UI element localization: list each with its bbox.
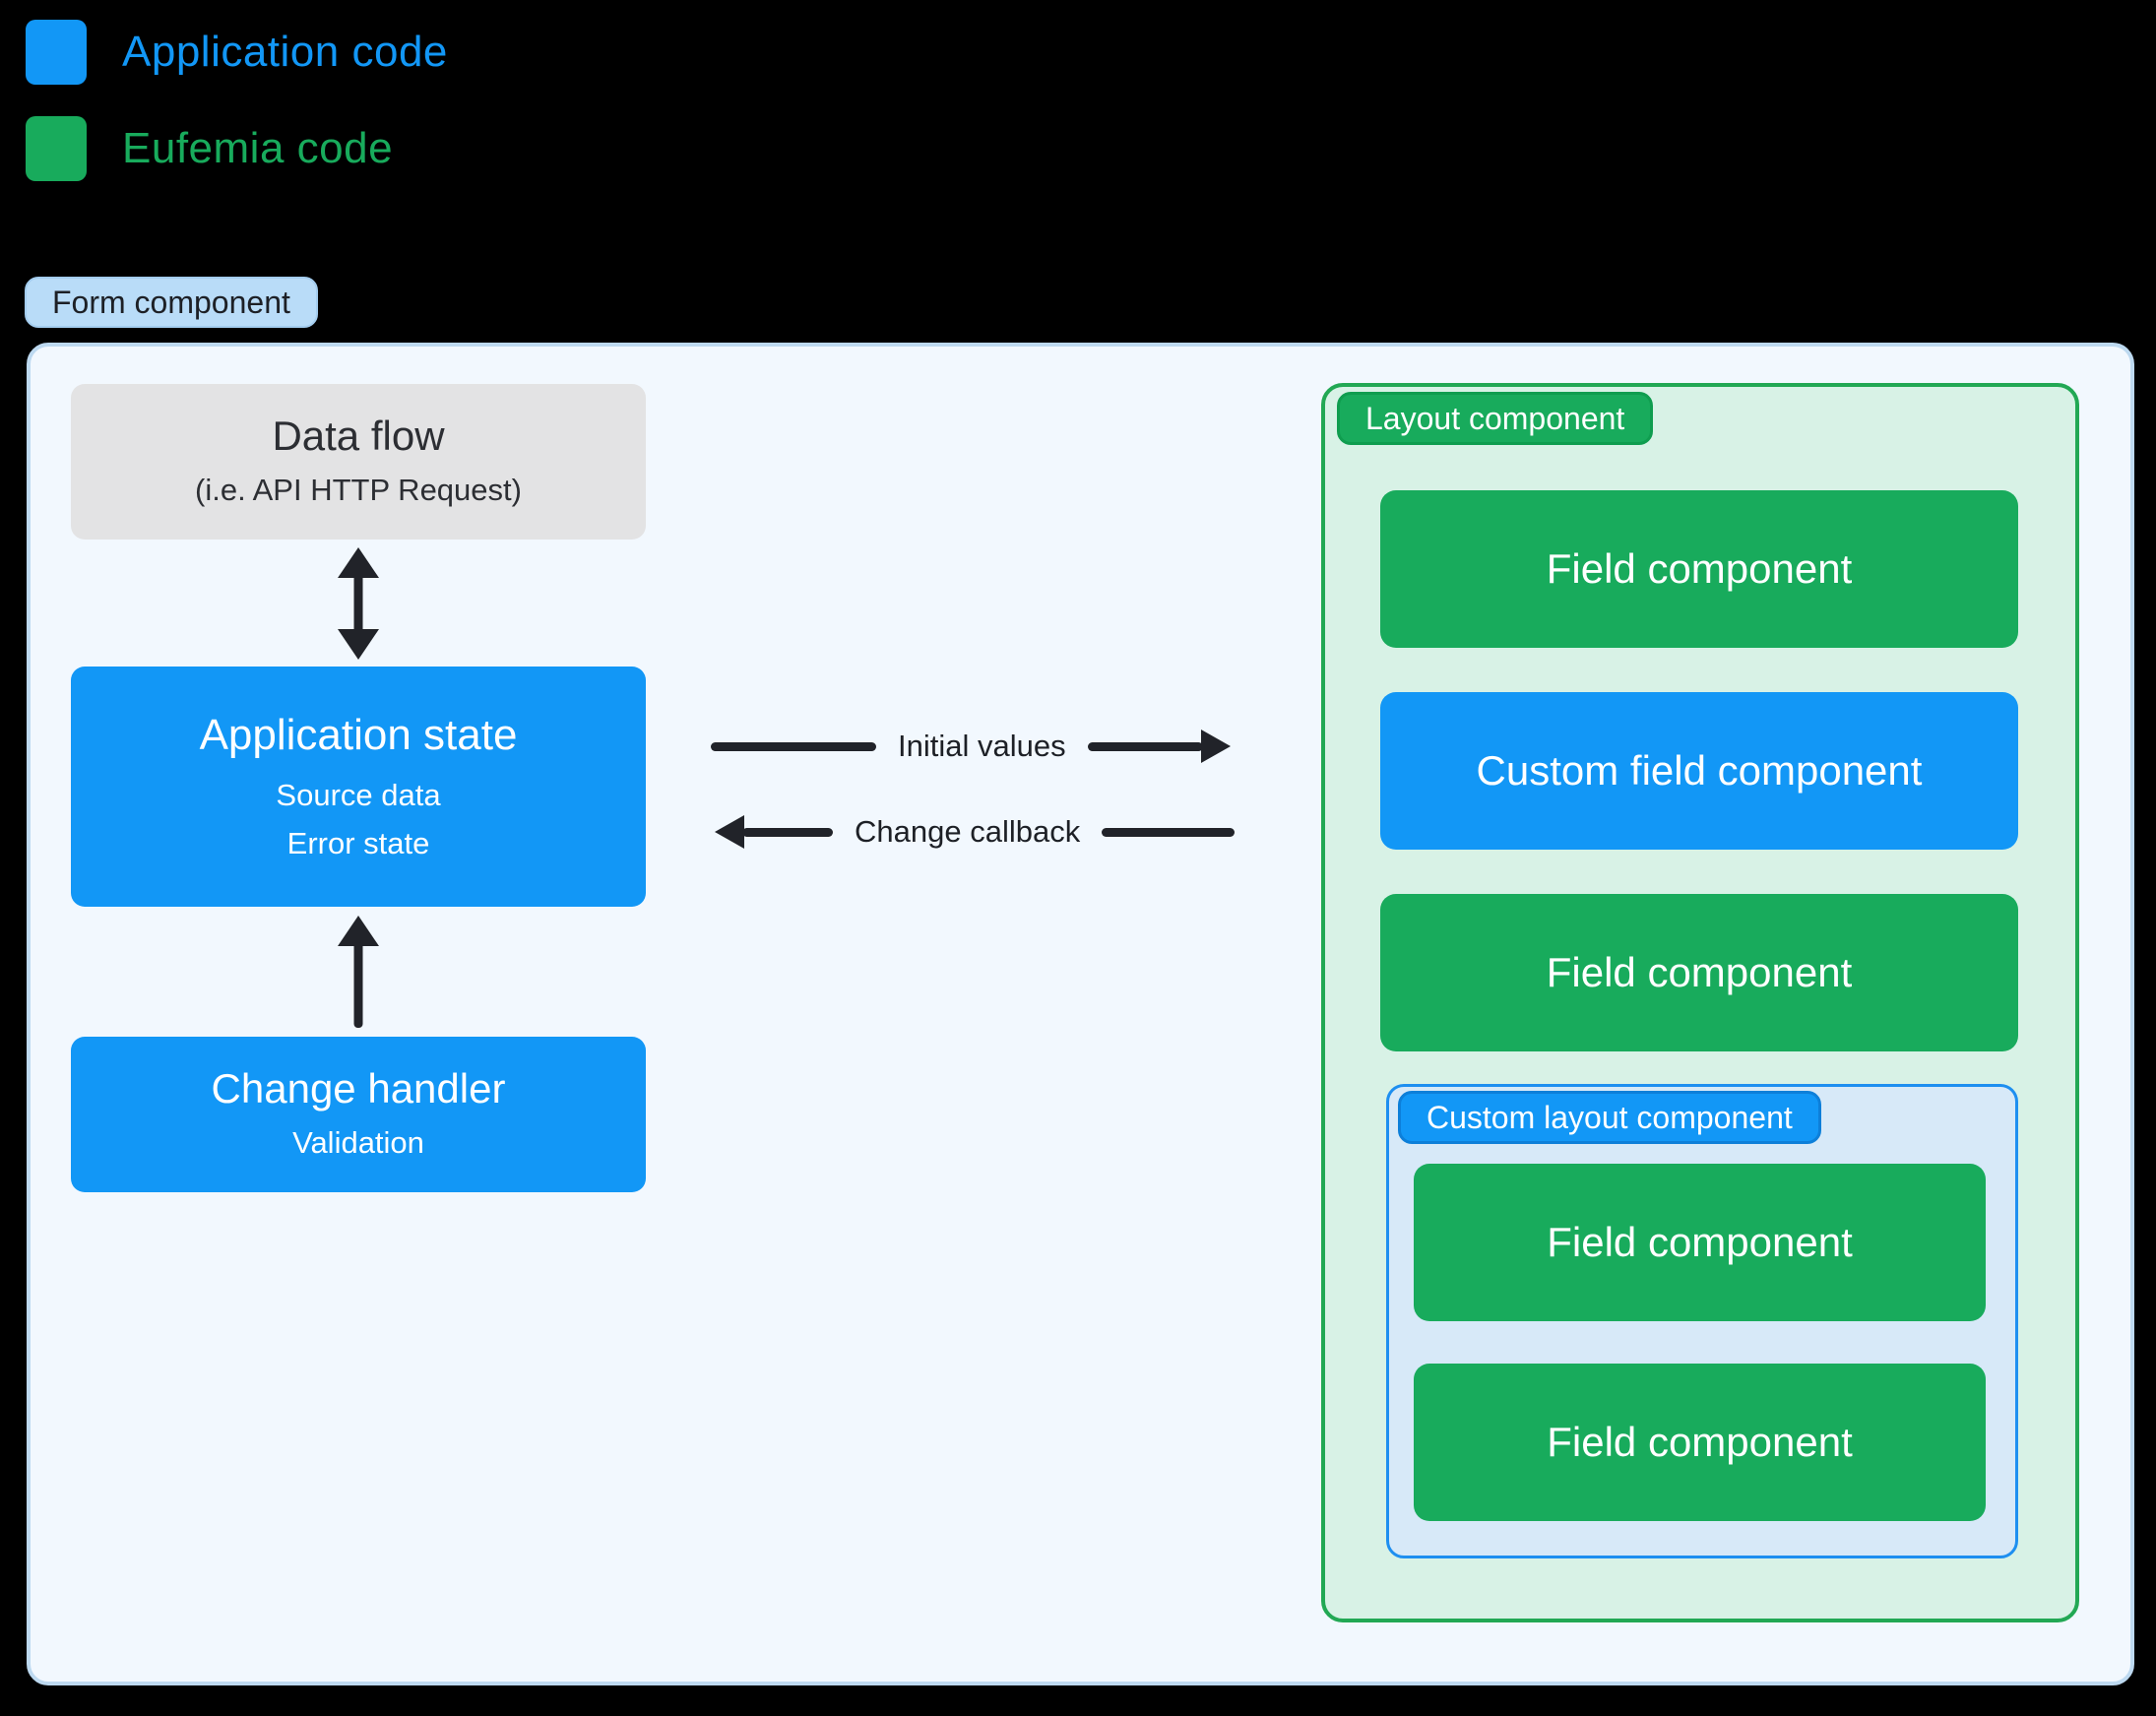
field-component-box: Field component [1380,490,2018,648]
change-handler-subtitle: Validation [292,1124,424,1160]
legend-row-application-code: Application code [26,20,448,85]
line-segment [711,741,876,751]
right-arrowhead-icon [1201,730,1231,763]
change-handler-title: Change handler [211,1065,506,1112]
custom-field-component-box: Custom field component [1380,692,2018,850]
application-state-title: Application state [199,710,518,759]
change-callback-flow: Change callback [715,804,1235,859]
initial-values-flow: Initial values [711,719,1231,774]
layout-component-chip: Layout component [1337,392,1654,445]
eufemia-code-swatch-icon [26,116,87,181]
line-segment [1087,741,1203,751]
line-segment [1102,827,1235,837]
bidirectional-arrow-icon [338,547,379,660]
legend-label-application-code: Application code [122,28,448,76]
line-segment [742,827,833,837]
custom-layout-component-chip: Custom layout component [1398,1091,1821,1144]
field-component-box: Field component [1414,1164,1986,1321]
up-arrow-icon [338,916,379,1028]
application-state-line-source-data: Source data [276,777,441,812]
data-flow-box: Data flow (i.e. API HTTP Request) [71,384,646,540]
application-state-line-error-state: Error state [286,825,430,860]
initial-values-label: Initial values [898,729,1066,763]
application-code-swatch-icon [26,20,87,85]
field-component-box: Field component [1414,1364,1986,1521]
legend-label-eufemia-code: Eufemia code [122,124,394,172]
legend-row-eufemia-code: Eufemia code [26,116,393,181]
change-callback-label: Change callback [855,814,1081,849]
change-handler-box: Change handler Validation [71,1037,646,1192]
left-arrowhead-icon [715,815,744,849]
application-state-box: Application state Source data Error stat… [71,667,646,907]
data-flow-subtitle: (i.e. API HTTP Request) [195,472,522,507]
field-component-box: Field component [1380,894,2018,1051]
form-component-chip: Form component [25,277,318,328]
data-flow-title: Data flow [272,413,445,460]
